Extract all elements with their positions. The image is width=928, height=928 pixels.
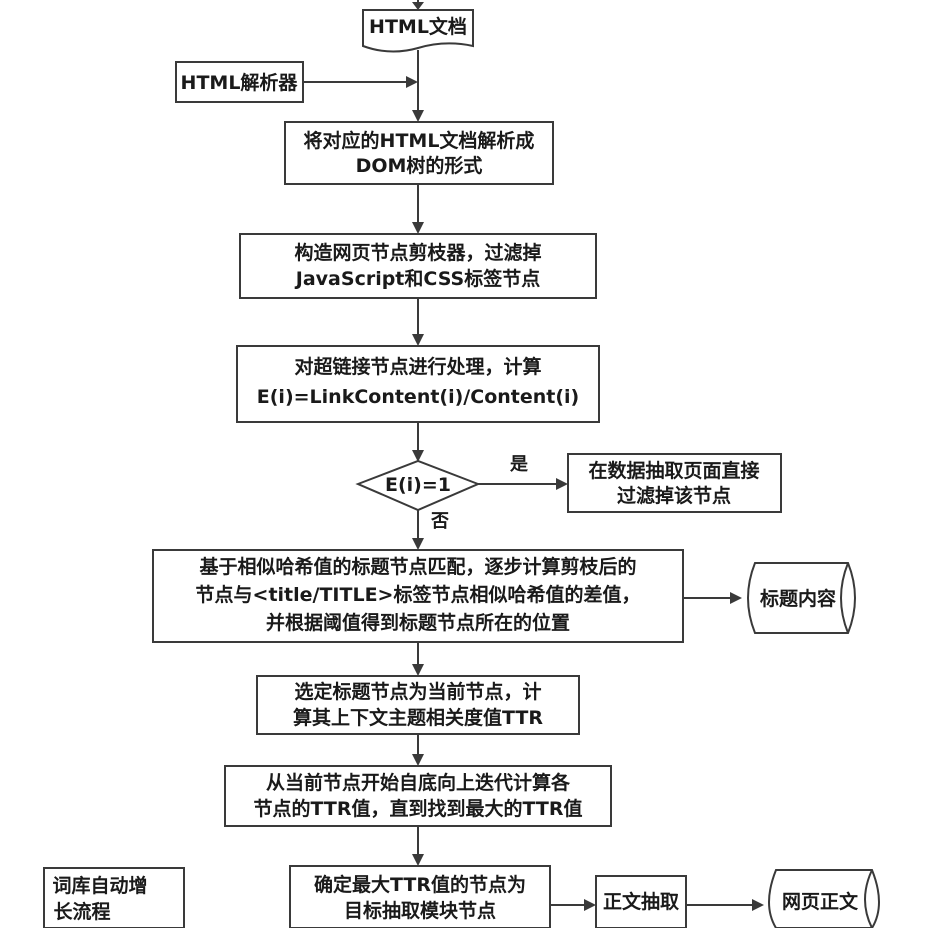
node-html-doc: HTML文档 [362, 9, 474, 53]
arrowhead-extract-to-page-body [752, 899, 764, 911]
branch-no-label: 否 [430, 511, 449, 532]
edges [303, 0, 764, 911]
arrowhead-title-match-to-ttr-select [412, 664, 424, 676]
node-filter-direct: 在数据抽取页面直接 过滤掉该节点 [567, 453, 782, 513]
arrowhead-decision-to-title-match [412, 538, 424, 550]
node-html-parser: HTML解析器 [175, 61, 304, 103]
page-body-curve [864, 869, 873, 928]
decision-diamond [355, 459, 481, 512]
title-match-box [152, 549, 684, 643]
node-target-block: 确定最大TTR值的节点为 目标抽取模块节点 [289, 865, 551, 928]
parse-dom-line-2: DOM树的形式 [356, 154, 483, 177]
branch-yes-label: 是 [509, 454, 528, 475]
title-content-label: 标题内容 [760, 587, 836, 610]
filter-direct-line-1: 在数据抽取页面直接 [588, 459, 759, 482]
prune-line-2: JavaScript和CSS标签节点 [294, 267, 540, 290]
ttr-select-line-2: 算其上下文主题相关度值TTR [293, 706, 543, 729]
node-title-content: 标题内容 [747, 562, 856, 634]
arrowhead-parser-to-main [406, 76, 418, 88]
arrowhead-title-match-to-content [730, 592, 742, 604]
parse-dom-box [284, 121, 554, 185]
node-parse-dom: 将对应的HTML文档解析成 DOM树的形式 [284, 121, 554, 185]
html-doc-shape [362, 9, 474, 53]
node-lexicon: 词库自动增 长流程 [43, 867, 185, 928]
title-content-curve [840, 562, 849, 634]
decision-label: E(i)=1 [385, 474, 451, 496]
target-block-box [289, 865, 551, 928]
arrowhead-prune-to-link [412, 334, 424, 346]
node-ttr-select: 选定标题节点为当前节点，计 算其上下文主题相关度值TTR [256, 675, 580, 735]
node-extract-body: 正文抽取 [595, 875, 687, 928]
arrowhead-ttr-iterate-to-target [412, 854, 424, 866]
link-process-line-2: E(i)=LinkContent(i)/Content(i) [257, 386, 579, 408]
node-prune: 构造网页节点剪枝器，过滤掉 JavaScript和CSS标签节点 [239, 233, 597, 299]
title-match-line-1: 基于相似哈希值的标题节点匹配，逐步计算剪枝后的 [198, 555, 636, 578]
page-body-label: 网页正文 [782, 890, 859, 913]
target-block-line-2: 目标抽取模块节点 [344, 899, 496, 922]
target-block-line-1: 确定最大TTR值的节点为 [314, 873, 526, 896]
parse-dom-line-1: 将对应的HTML文档解析成 [304, 129, 535, 152]
arrowhead-ttr-select-to-iterate [412, 754, 424, 766]
prune-box [239, 233, 597, 299]
lexicon-box [43, 867, 185, 928]
ttr-iterate-line-2: 节点的TTR值，直到找到最大的TTR值 [254, 797, 583, 820]
node-page-body: 网页正文 [768, 869, 880, 928]
prune-line-1: 构造网页节点剪枝器，过滤掉 [294, 241, 541, 264]
html-parser-box [175, 61, 304, 103]
link-process-line-1: 对超链接节点进行处理，计算 [294, 355, 541, 378]
filter-direct-box [567, 453, 782, 513]
extract-body-box [595, 875, 687, 928]
node-title-match: 基于相似哈希值的标题节点匹配，逐步计算剪枝后的 节点与<title/TITLE>… [152, 549, 684, 643]
html-parser-label: HTML解析器 [181, 71, 299, 94]
link-process-box [236, 345, 600, 423]
arrowhead-link-to-decision [412, 450, 424, 462]
arrowhead-decision-to-filter [556, 478, 568, 490]
ttr-iterate-line-1: 从当前节点开始自底向上迭代计算各 [266, 771, 571, 794]
node-decision: E(i)=1 [355, 459, 481, 512]
html-doc-label: HTML文档 [369, 15, 467, 38]
node-ttr-iterate: 从当前节点开始自底向上迭代计算各 节点的TTR值，直到找到最大的TTR值 [224, 765, 612, 827]
arrowhead-target-to-extract [584, 899, 596, 911]
ttr-select-line-1: 选定标题节点为当前节点，计 [294, 680, 541, 703]
extract-body-label: 正文抽取 [603, 890, 679, 913]
node-link-process: 对超链接节点进行处理，计算 E(i)=LinkContent(i)/Conten… [236, 345, 600, 423]
arrowhead-parse-dom-to-prune [412, 222, 424, 234]
filter-direct-line-2: 过滤掉该节点 [617, 484, 731, 507]
title-match-line-3: 并根据阈值得到标题节点所在的位置 [266, 611, 570, 634]
ttr-iterate-box [224, 765, 612, 827]
lexicon-line-2: 长流程 [53, 900, 110, 923]
page-body-shape [768, 869, 880, 928]
arrowhead-html-doc-to-parse-dom [412, 110, 424, 122]
ttr-select-box [256, 675, 580, 735]
arrowhead-top-to-html-doc [412, 2, 424, 10]
title-match-line-2: 节点与<title/TITLE>标签节点相似哈希值的差值， [196, 583, 641, 606]
lexicon-line-1: 词库自动增 [52, 874, 147, 897]
